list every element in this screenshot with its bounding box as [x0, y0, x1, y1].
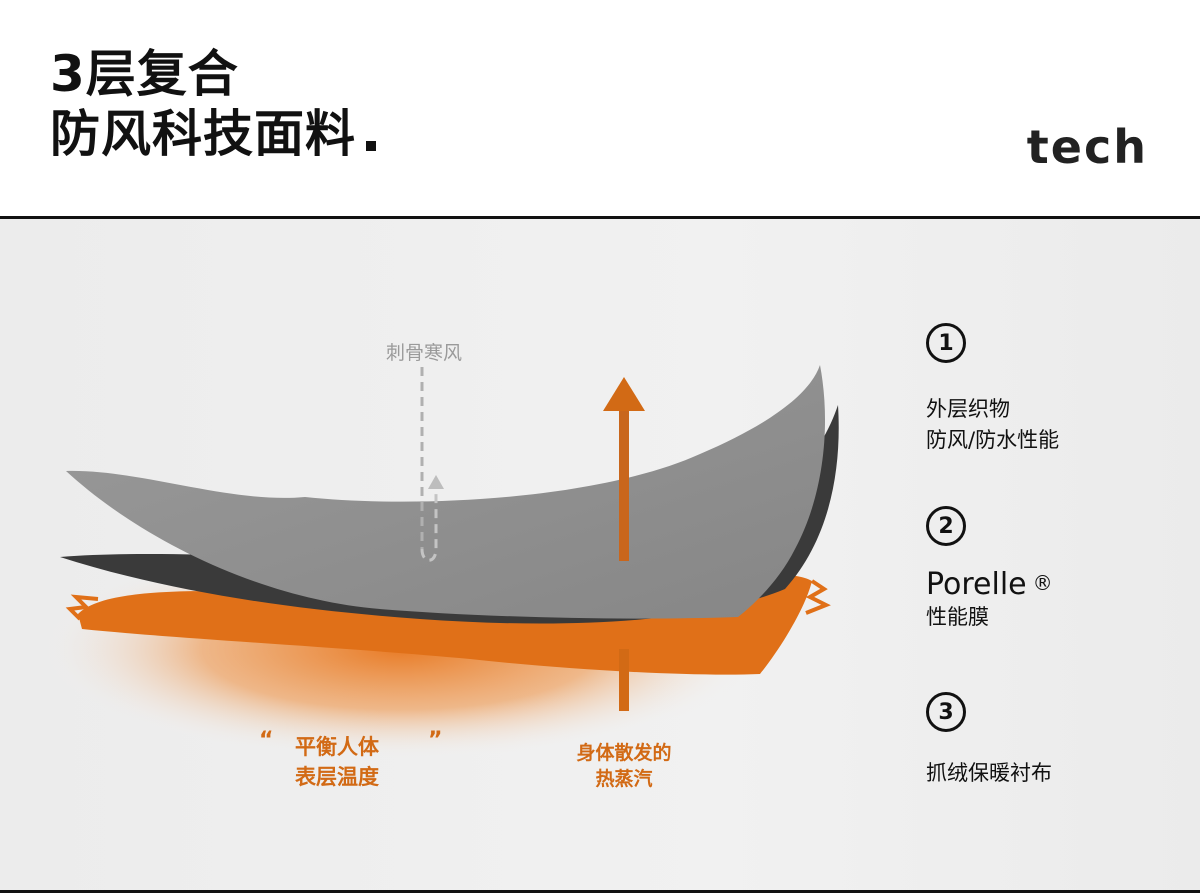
body-steam-label: 身体散发的 热蒸汽 [568, 740, 680, 792]
quote-open: “ [259, 728, 273, 753]
layer-3-description: 抓绒保暖衬布 [926, 758, 1052, 789]
steam-line-2: 热蒸汽 [568, 766, 680, 792]
balance-temperature-label: 平衡人体 表层温度 [295, 732, 379, 792]
porelle-name: Porelle® [926, 568, 1053, 602]
layer-3-line-1: 抓绒保暖衬布 [926, 758, 1052, 789]
wind-label: 刺骨寒风 [386, 338, 462, 365]
title-line-2-text: 防风科技面料 [50, 105, 356, 163]
layer-1-number: 1 [926, 323, 966, 363]
header: 3层复合 防风科技面料 tech [0, 0, 1200, 217]
layer-1-line-2: 防风/防水性能 [926, 425, 1059, 456]
registered-mark: ® [1033, 571, 1053, 595]
page-title: 3层复合 防风科技面料 [50, 44, 376, 164]
steam-line-1: 身体散发的 [568, 740, 680, 766]
layer-1-description: 外层织物 防风/防水性能 [926, 394, 1059, 456]
porelle-text: Porelle [926, 567, 1027, 602]
brand-logo: tech [1027, 120, 1148, 174]
layer-3-number: 3 [926, 692, 966, 732]
layer-1-line-1: 外层织物 [926, 394, 1059, 425]
layer-2-number: 2 [926, 506, 966, 546]
layer-2-line-2: 性能膜 [926, 602, 1053, 633]
title-dot [366, 141, 376, 151]
balance-line-1: 平衡人体 [295, 732, 379, 762]
title-line-1: 3层复合 [50, 44, 376, 104]
quote-close: ” [428, 728, 442, 753]
balance-line-2: 表层温度 [295, 762, 379, 792]
title-line-2: 防风科技面料 [50, 104, 376, 164]
layer-2-description: Porelle® 性能膜 [926, 568, 1053, 633]
